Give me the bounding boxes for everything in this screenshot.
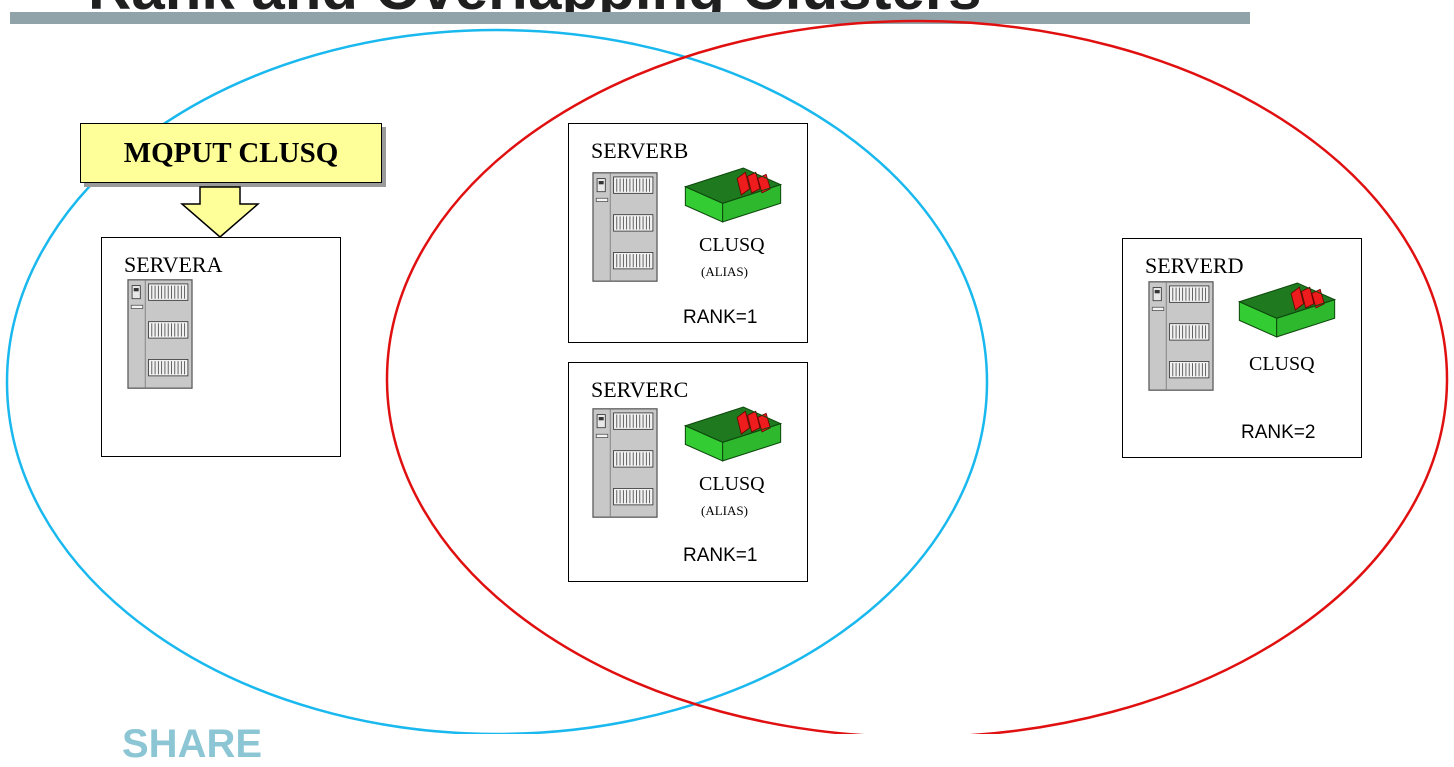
cluster-two-ellipse bbox=[385, 19, 1449, 734]
server-tower-icon bbox=[119, 279, 201, 389]
server-name: SERVERA bbox=[124, 252, 223, 277]
server-name: SERVERB bbox=[591, 138, 689, 163]
mqput-callout: MQPUT CLUSQ bbox=[80, 123, 382, 183]
message-queue-tray-icon bbox=[683, 405, 783, 463]
message-queue-tray-icon bbox=[683, 166, 783, 224]
rank-label: RANK=2 bbox=[1241, 422, 1316, 443]
queue-alias-tag: (ALIAS) bbox=[701, 503, 748, 518]
server-tower-icon bbox=[586, 172, 664, 282]
queue-alias-tag: (ALIAS) bbox=[701, 264, 748, 279]
server-tower-icon bbox=[1140, 281, 1222, 391]
queue-name: CLUSQ bbox=[699, 473, 765, 495]
cluster-ellipses bbox=[5, 19, 1449, 734]
down-arrow-icon bbox=[180, 186, 260, 238]
server-box-a: SERVERA bbox=[101, 237, 341, 457]
server-tower-icon bbox=[586, 408, 664, 518]
queue-name: CLUSQ bbox=[1249, 353, 1315, 375]
server-box-b: SERVERB CLUSQ (ALIAS) RANK=1 bbox=[568, 123, 808, 343]
server-name: SERVERD bbox=[1145, 253, 1244, 278]
rank-label: RANK=1 bbox=[683, 545, 758, 566]
server-name: SERVERC bbox=[591, 377, 689, 402]
server-box-c: SERVERC CLUSQ (ALIAS) RANK=1 bbox=[568, 362, 808, 582]
queue-name: CLUSQ bbox=[699, 234, 765, 256]
server-box-d: SERVERD CLUSQ RANK=2 bbox=[1122, 238, 1362, 458]
share-logo: SHARE bbox=[122, 722, 263, 766]
rank-label: RANK=1 bbox=[683, 307, 758, 328]
cluster-one-ellipse bbox=[5, 28, 989, 734]
message-queue-tray-icon bbox=[1237, 281, 1337, 339]
